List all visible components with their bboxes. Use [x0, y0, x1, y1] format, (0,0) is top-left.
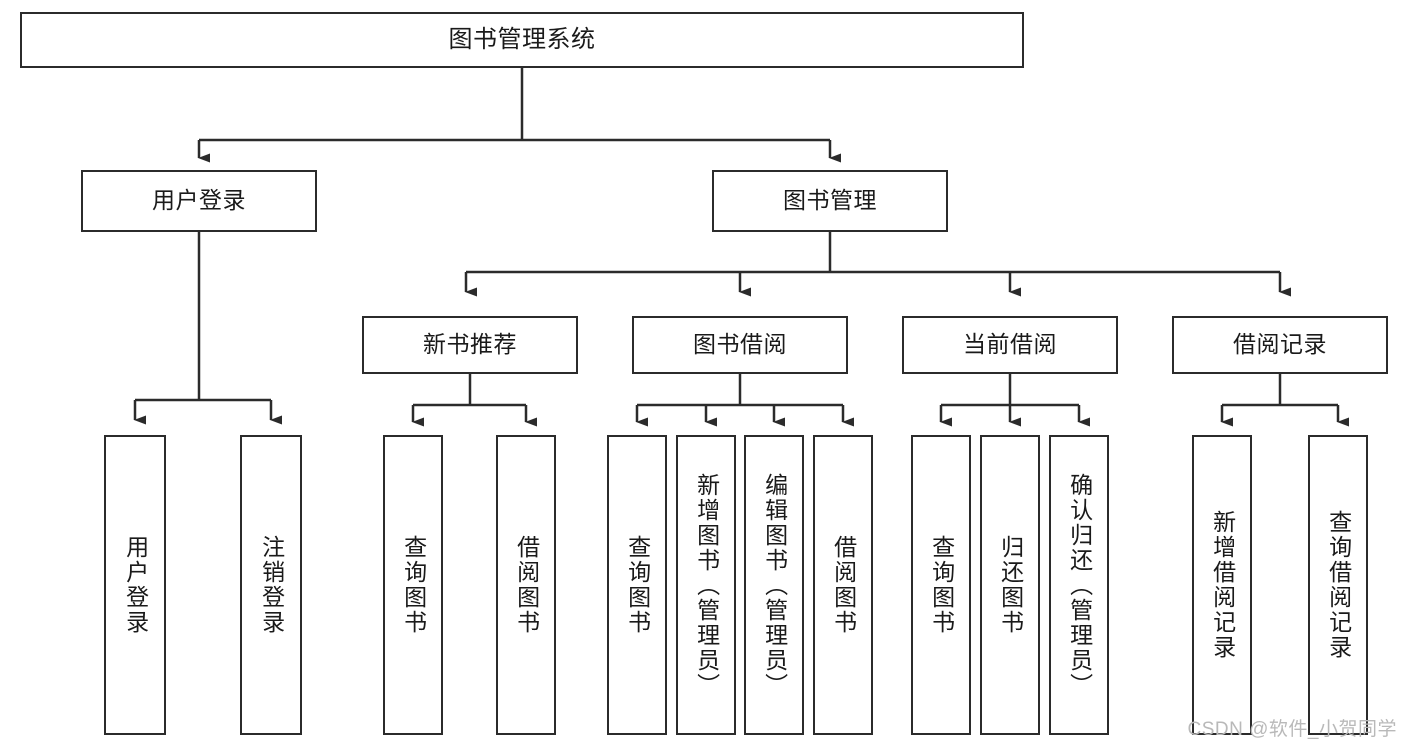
node-label: 查询图书 — [400, 535, 427, 635]
leaf-query-book-2[interactable]: 查询图书 — [607, 435, 667, 735]
leaf-confirm-return[interactable]: 确认归还（管理员） — [1049, 435, 1109, 735]
node-label: 注销登录 — [258, 535, 285, 635]
node-label: 图书管理 — [783, 187, 877, 214]
node-user-login[interactable]: 用户登录 — [81, 170, 317, 232]
watermark-text: CSDN @软件_小贺同学 — [1187, 719, 1397, 740]
leaf-borrow-book-1[interactable]: 借阅图书 — [496, 435, 556, 735]
node-borrow-record[interactable]: 借阅记录 — [1172, 316, 1388, 374]
leaf-edit-book[interactable]: 编辑图书（管理员） — [744, 435, 804, 735]
node-label: 查询图书 — [928, 535, 955, 635]
node-label: 新增借阅记录 — [1209, 510, 1236, 660]
leaf-return-book[interactable]: 归还图书 — [980, 435, 1040, 735]
leaf-add-record[interactable]: 新增借阅记录 — [1192, 435, 1252, 735]
node-label: 新书推荐 — [423, 331, 517, 358]
node-label: 查询图书 — [624, 535, 651, 635]
node-label: 归还图书 — [997, 535, 1024, 635]
node-label: 编辑图书（管理员） — [761, 472, 788, 698]
node-book-borrow[interactable]: 图书借阅 — [632, 316, 848, 374]
node-label: 当前借阅 — [963, 331, 1057, 358]
leaf-user-logout[interactable]: 注销登录 — [240, 435, 302, 735]
leaf-query-book-1[interactable]: 查询图书 — [383, 435, 443, 735]
leaf-borrow-book-2[interactable]: 借阅图书 — [813, 435, 873, 735]
leaf-user-login[interactable]: 用户登录 — [104, 435, 166, 735]
leaf-query-record[interactable]: 查询借阅记录 — [1308, 435, 1368, 735]
node-label: 用户登录 — [152, 187, 246, 214]
node-label: 用户登录 — [122, 535, 149, 635]
node-current-borrow[interactable]: 当前借阅 — [902, 316, 1118, 374]
node-root-system[interactable]: 图书管理系统 — [20, 12, 1024, 68]
node-label: 新增图书（管理员） — [693, 472, 720, 698]
leaf-add-book[interactable]: 新增图书（管理员） — [676, 435, 736, 735]
node-label: 查询借阅记录 — [1325, 510, 1352, 660]
node-label: 图书借阅 — [693, 331, 787, 358]
node-label: 图书管理系统 — [448, 25, 596, 53]
leaf-query-book-3[interactable]: 查询图书 — [911, 435, 971, 735]
node-book-manage[interactable]: 图书管理 — [712, 170, 948, 232]
node-label: 借阅记录 — [1233, 331, 1327, 358]
node-label: 借阅图书 — [513, 535, 540, 635]
node-label: 确认归还（管理员） — [1066, 472, 1093, 698]
node-new-book-recommend[interactable]: 新书推荐 — [362, 316, 578, 374]
node-label: 借阅图书 — [830, 535, 857, 635]
